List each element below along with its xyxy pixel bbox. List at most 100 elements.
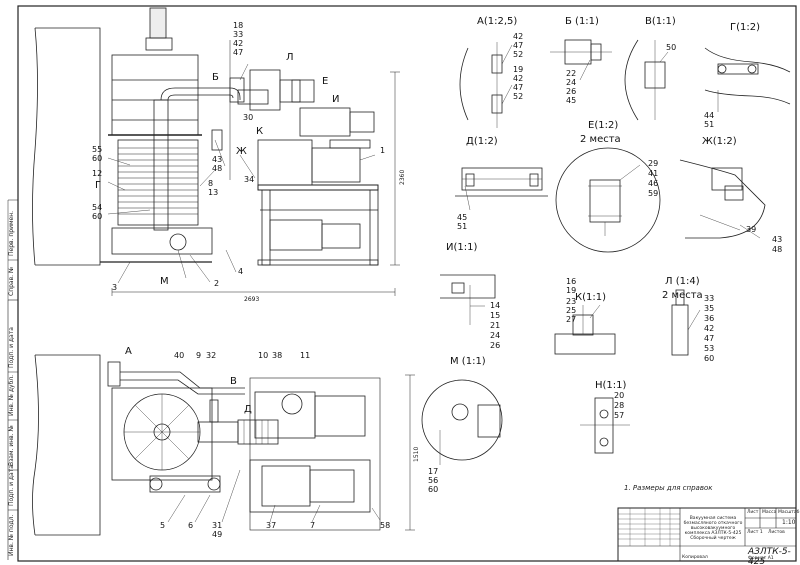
margin-label-5: Справ. № bbox=[8, 266, 15, 296]
front-callout-8: 8 bbox=[208, 179, 214, 188]
title-block-sheet-no: Лист 1 bbox=[747, 530, 763, 535]
callout-b-22: 22 bbox=[566, 69, 577, 78]
front-callout-18: 18 bbox=[233, 21, 244, 30]
plan-callout-31: 31 bbox=[212, 521, 223, 530]
front-callout-13: 13 bbox=[208, 188, 219, 197]
callout-b-24: 24 bbox=[566, 78, 577, 87]
callout-a-19: 19 bbox=[513, 65, 524, 74]
front-callout-43: 43 bbox=[212, 155, 223, 164]
front-callout-12: 12 bbox=[92, 169, 103, 178]
plan-letter-v: В bbox=[230, 376, 237, 387]
margin-label-1: Подп. и дата bbox=[8, 465, 15, 506]
front-letter-l: Л bbox=[286, 52, 294, 63]
plan-view bbox=[32, 354, 415, 536]
callout-k-25: 25 bbox=[566, 306, 577, 315]
plan-callout-37: 37 bbox=[266, 521, 277, 530]
callout-n-20: 20 bbox=[614, 391, 625, 400]
front-dimension-height: 2360 bbox=[399, 169, 406, 185]
front-letter-k: К bbox=[256, 126, 264, 137]
callout-l-60: 60 bbox=[704, 354, 715, 363]
front-letter-b: Б bbox=[212, 72, 219, 83]
front-callout-54: 54 bbox=[92, 203, 103, 212]
title-block bbox=[617, 507, 797, 562]
callout-i-14: 14 bbox=[490, 301, 501, 310]
sheet-frame bbox=[17, 5, 797, 562]
plan-callout-6: 6 bbox=[188, 521, 194, 530]
callout-l-53: 53 bbox=[704, 344, 715, 353]
plan-callout-49: 49 bbox=[212, 530, 223, 539]
front-callout-3: 3 bbox=[112, 283, 118, 292]
title-block-footer-right: Формат А1 bbox=[748, 556, 774, 561]
margin-label-0: Инв. № подл. bbox=[8, 514, 15, 556]
margin-label-6: Перв. примен. bbox=[8, 210, 15, 256]
callout-e-29: 29 bbox=[648, 159, 659, 168]
callout-n-28: 28 bbox=[614, 401, 625, 410]
callout-b-26: 26 bbox=[566, 87, 577, 96]
section-subtitle-l: 2 места bbox=[662, 290, 703, 301]
section-title-i: И(1:1) bbox=[446, 242, 478, 253]
plan-callout-11: 11 bbox=[300, 351, 311, 360]
callout-e-46: 46 bbox=[648, 179, 659, 188]
callout-d-51: 51 bbox=[457, 222, 468, 231]
front-callout-34: 34 bbox=[244, 175, 255, 184]
front-view bbox=[32, 7, 400, 296]
front-callout-47: 47 bbox=[233, 48, 244, 57]
section-title-a: A(1:2,5) bbox=[477, 16, 518, 27]
callout-zh-43: 43 bbox=[772, 235, 783, 244]
title-block-scale-label: Масштаб bbox=[778, 510, 800, 515]
margin-label-4: Подп. и дата bbox=[8, 327, 15, 368]
plan-callout-40: 40 bbox=[174, 351, 185, 360]
plan-letter-a: А bbox=[125, 346, 132, 357]
front-callout-42: 42 bbox=[233, 39, 244, 48]
callout-v-50: 50 bbox=[666, 43, 677, 52]
section-subtitle-e: 2 места bbox=[580, 134, 621, 145]
front-callout-60b: 60 bbox=[92, 212, 103, 221]
callout-a-47b: 47 bbox=[513, 83, 524, 92]
plan-dimension-height: 1510 bbox=[413, 446, 420, 462]
callout-a-47: 47 bbox=[513, 41, 524, 50]
section-title-n: Н(1:1) bbox=[595, 380, 627, 391]
callout-a-52: 52 bbox=[513, 50, 524, 59]
front-callout-60: 60 bbox=[92, 154, 103, 163]
callout-l-36: 36 bbox=[704, 314, 715, 323]
front-callout-55: 55 bbox=[92, 145, 103, 154]
plan-callout-32: 32 bbox=[206, 351, 217, 360]
callout-k-23: 23 bbox=[566, 297, 577, 306]
callout-k-19: 19 bbox=[566, 286, 577, 295]
callout-e-41: 41 bbox=[648, 169, 659, 178]
front-callout-30: 30 bbox=[243, 113, 254, 122]
title-block-sheet-label: Лист bbox=[747, 510, 759, 515]
callout-zh-48: 48 bbox=[772, 245, 783, 254]
callout-a-52b: 52 bbox=[513, 92, 524, 101]
callout-e-59: 59 bbox=[648, 189, 659, 198]
front-letter-e: Е bbox=[322, 76, 329, 87]
title-block-sheets-label: Листов bbox=[768, 530, 785, 535]
callout-m-56: 56 bbox=[428, 476, 439, 485]
section-title-l: Л (1:4) bbox=[665, 276, 700, 287]
front-callout-33: 33 bbox=[233, 30, 244, 39]
callout-i-21: 21 bbox=[490, 321, 501, 330]
title-block-description: Вакуумная система безмасляного откачного… bbox=[683, 516, 743, 541]
plan-callout-58: 58 bbox=[380, 521, 391, 530]
callout-n-57: 57 bbox=[614, 411, 625, 420]
callout-a-42: 42 bbox=[513, 32, 524, 41]
callout-l-35: 35 bbox=[704, 304, 715, 313]
callout-m-17: 17 bbox=[428, 467, 439, 476]
callout-i-15: 15 bbox=[490, 311, 501, 320]
front-letter-g: Г bbox=[95, 180, 102, 191]
section-title-b: Б (1:1) bbox=[565, 16, 599, 27]
callout-i-26: 26 bbox=[490, 341, 501, 350]
section-title-v: В(1:1) bbox=[645, 16, 676, 27]
front-callout-4: 4 bbox=[238, 267, 244, 276]
title-block-scale: 1:10 bbox=[782, 519, 796, 526]
title-block-code: АЗЛТК-5-425 bbox=[748, 547, 791, 565]
callout-d-45: 45 bbox=[457, 213, 468, 222]
front-letter-zh: Ж bbox=[236, 146, 247, 157]
callout-k-16: 16 bbox=[566, 277, 577, 286]
callout-l-33: 33 bbox=[704, 294, 715, 303]
plan-callout-9: 9 bbox=[196, 351, 202, 360]
callout-g-51: 51 bbox=[704, 120, 715, 129]
callout-m-60: 60 bbox=[428, 485, 439, 494]
